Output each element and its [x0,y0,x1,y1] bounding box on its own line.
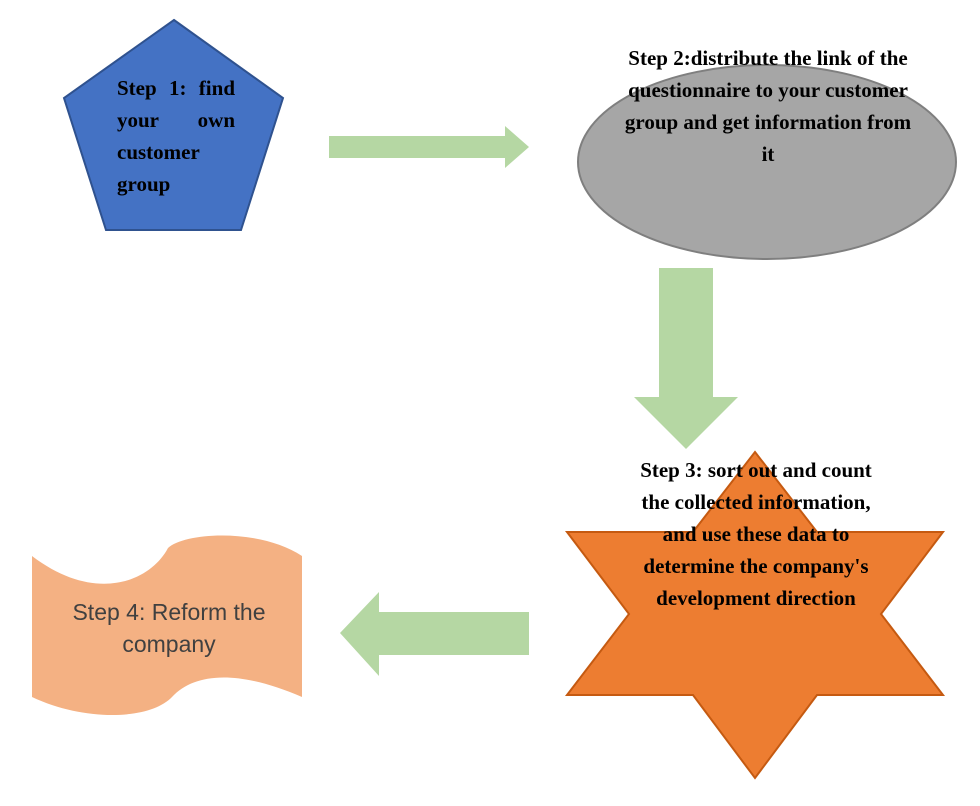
step1-label: Step 1: find your own customer group [117,76,235,196]
step2-ellipse [577,64,957,260]
step4-scroll [32,535,302,716]
step3-label: Step 3: sort out and count the collected… [640,458,872,610]
step4-label: Step 4: Reform the company [72,599,266,657]
step1-pentagon [62,18,285,231]
step2-label: Step 2:distribute the link of the questi… [624,46,912,166]
arrow-right [329,126,529,168]
arrow-down [634,268,738,449]
arrow-left [340,592,529,676]
step3-star [564,450,946,780]
